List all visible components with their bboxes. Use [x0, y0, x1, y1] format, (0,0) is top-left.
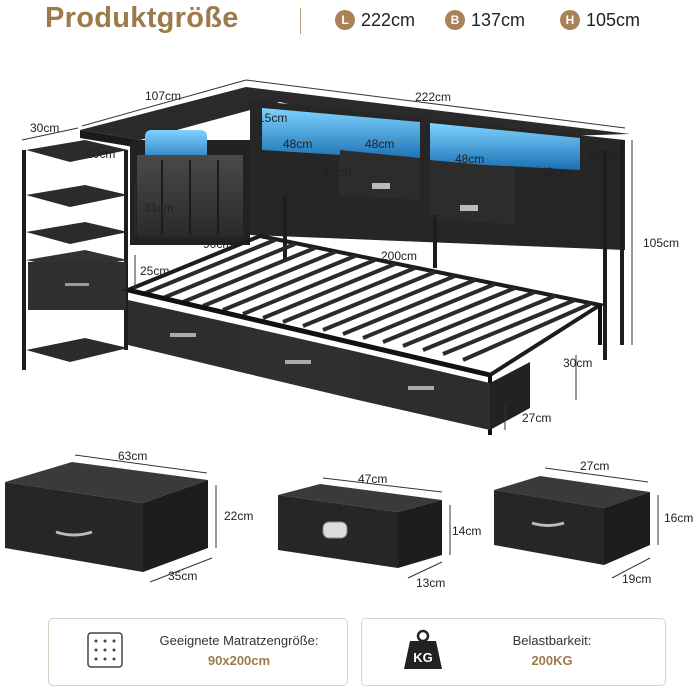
bed-illustration: 107cm 222cm 30cm 20cm 15cm 48cm 48cm 48c…	[5, 79, 693, 590]
load-value: 200KG	[531, 653, 573, 668]
label-large-depth: 35cm	[168, 569, 197, 583]
large-drawer	[5, 454, 217, 583]
label-under-bed-height: 27cm	[522, 411, 551, 425]
page-title: Produktgröße	[45, 2, 239, 34]
spec-height: H 105cm	[560, 9, 640, 31]
weight-icon-text: KG	[413, 650, 433, 665]
label-small-height: 14cm	[452, 524, 481, 538]
label-side-height: 30cm	[563, 356, 592, 370]
length-value: 222cm	[361, 9, 416, 30]
label-small-depth: 13cm	[416, 576, 445, 590]
width-value: 137cm	[471, 9, 526, 30]
height-badge: H	[560, 10, 580, 30]
label-shelf-depth: 30cm	[30, 121, 59, 135]
back-headboard	[250, 100, 625, 360]
label-large-height: 22cm	[224, 509, 253, 523]
height-value: 105cm	[586, 9, 641, 30]
label-clearance: 25cm	[140, 264, 169, 278]
label-left-shelf-top: 20cm	[86, 147, 115, 161]
bed-frame	[121, 233, 606, 435]
label-length: 222cm	[415, 90, 451, 104]
length-badge: L	[335, 10, 355, 30]
width-badge: B	[445, 10, 465, 30]
label-drawer-height-upper: 32cm	[322, 165, 351, 179]
label-mattress-length: 200cm	[381, 249, 417, 263]
label-height: 105cm	[643, 236, 679, 250]
label-medium-width: 27cm	[580, 459, 609, 473]
label-large-width: 63cm	[118, 449, 147, 463]
label-medium-height: 16cm	[664, 511, 693, 525]
label-medium-depth: 19cm	[622, 572, 651, 586]
label-compartment-2: 48cm	[365, 137, 394, 151]
load-info-box: KG Belastbarkeit: 200KG	[361, 618, 666, 686]
dimension-lines	[21, 79, 633, 430]
spec-width: B 137cm	[445, 9, 525, 31]
medium-drawer	[494, 467, 659, 579]
load-label: Belastbarkeit:	[512, 633, 592, 648]
mattress-value: 90x200cm	[207, 653, 271, 668]
spec-length: L 222cm	[335, 9, 415, 31]
label-small-width: 47cm	[358, 472, 387, 486]
header-divider	[300, 8, 301, 34]
header: Produktgröße L 222cm B 137cm H 105cm	[0, 0, 700, 40]
label-mattress-width: 90cm	[203, 237, 232, 251]
mattress-info-box: Geeignete Matratzengröße: 90x200cm	[48, 618, 348, 686]
mattress-icon	[87, 632, 123, 668]
label-light-shelf-depth: 15cm	[258, 111, 287, 125]
label-side-length: 107cm	[145, 89, 181, 103]
under-bed-drawers	[128, 300, 530, 430]
label-compartment-3: 48cm	[455, 152, 484, 166]
label-compartment-1: 48cm	[283, 137, 312, 151]
left-headboard	[130, 130, 250, 245]
weight-icon: KG	[404, 629, 442, 669]
small-drawer	[278, 477, 451, 579]
mattress-label: Geeignete Matratzengröße:	[159, 633, 319, 648]
label-headboard-height: 31cm	[144, 201, 173, 215]
label-right-depth: 15cm	[588, 149, 617, 163]
label-compartment-4: 48cm	[540, 165, 569, 179]
side-shelf	[22, 140, 128, 370]
